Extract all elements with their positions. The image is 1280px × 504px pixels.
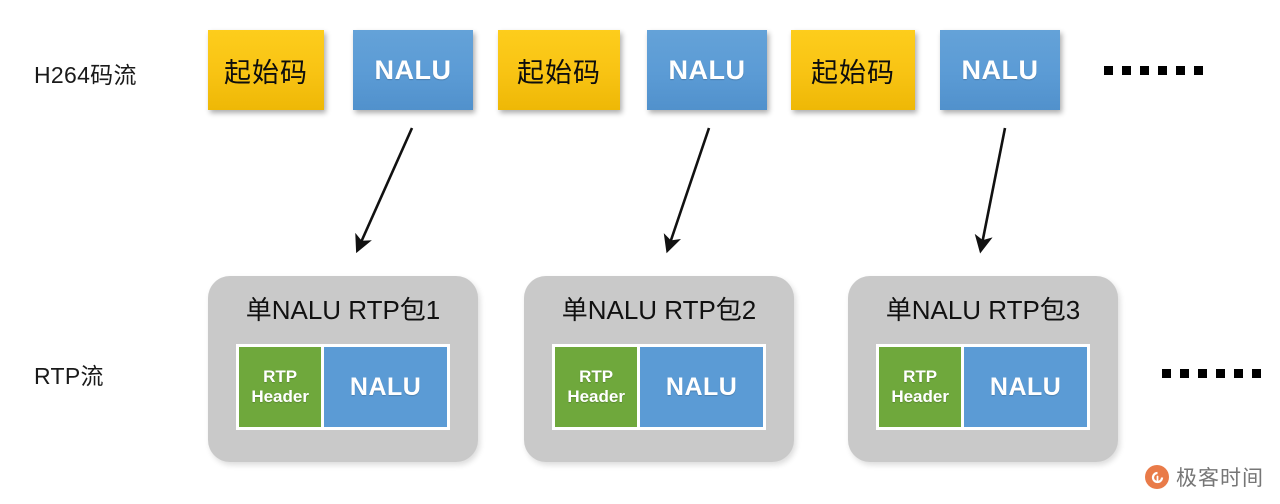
rtp-header-line2: Header	[251, 387, 309, 406]
rtp-payload-cell: NALU	[964, 347, 1087, 427]
rtp-packet-1: 单NALU RTP包1 RTP Header NALU	[208, 276, 478, 462]
rtp-packet-3: 单NALU RTP包3 RTP Header NALU	[848, 276, 1118, 462]
row-label-rtp-stream: RTP流	[34, 363, 104, 389]
arrow-nalu1-to-packet1	[355, 127, 414, 254]
arrow-nalu3-to-packet3	[974, 127, 1007, 254]
rtp-packet-body: RTP Header NALU	[876, 344, 1090, 430]
geekbang-logo-icon	[1145, 465, 1169, 489]
ellipsis-dot	[1216, 369, 1225, 378]
ellipsis-dot	[1198, 369, 1207, 378]
stream-block-start-code-2: 起始码	[498, 30, 620, 110]
ellipsis-dot	[1162, 369, 1171, 378]
rtp-ellipsis	[1162, 369, 1261, 378]
rtp-header-cell: RTP Header	[239, 347, 325, 427]
rtp-header-line1: RTP	[263, 366, 298, 386]
ellipsis-dot	[1252, 369, 1261, 378]
ellipsis-dot	[1180, 369, 1189, 378]
rtp-packet-2: 单NALU RTP包2 RTP Header NALU	[524, 276, 794, 462]
ellipsis-dot	[1140, 66, 1149, 75]
ellipsis-dot	[1104, 66, 1113, 75]
row-label-h264-stream: H264码流	[34, 62, 137, 88]
rtp-packet-body: RTP Header NALU	[236, 344, 450, 430]
rtp-header-line2: Header	[891, 387, 949, 406]
ellipsis-dot	[1234, 369, 1243, 378]
ellipsis-dot	[1158, 66, 1167, 75]
rtp-header-cell: RTP Header	[555, 347, 641, 427]
stream-block-start-code-1: 起始码	[208, 30, 324, 110]
rtp-payload-cell: NALU	[640, 347, 763, 427]
watermark: 极客时间	[1145, 462, 1264, 492]
rtp-header-line1: RTP	[903, 366, 938, 386]
rtp-payload-cell: NALU	[324, 347, 447, 427]
rtp-packet-title: 单NALU RTP包1	[245, 295, 441, 325]
stream-block-nalu-2: NALU	[647, 30, 767, 110]
stream-ellipsis	[1104, 66, 1203, 75]
ellipsis-dot	[1176, 66, 1185, 75]
stream-block-start-code-3: 起始码	[791, 30, 915, 110]
rtp-header-cell: RTP Header	[879, 347, 965, 427]
rtp-header-line2: Header	[567, 387, 625, 406]
ellipsis-dot	[1122, 66, 1131, 75]
rtp-packet-title: 单NALU RTP包2	[561, 295, 757, 325]
ellipsis-dot	[1194, 66, 1203, 75]
stream-block-nalu-1: NALU	[353, 30, 473, 110]
stream-block-nalu-3: NALU	[940, 30, 1060, 110]
rtp-header-line1: RTP	[579, 366, 614, 386]
rtp-packet-body: RTP Header NALU	[552, 344, 766, 430]
arrow-nalu2-to-packet2	[663, 127, 711, 254]
watermark-text: 极客时间	[1176, 467, 1264, 490]
rtp-packet-title: 单NALU RTP包3	[885, 295, 1081, 325]
